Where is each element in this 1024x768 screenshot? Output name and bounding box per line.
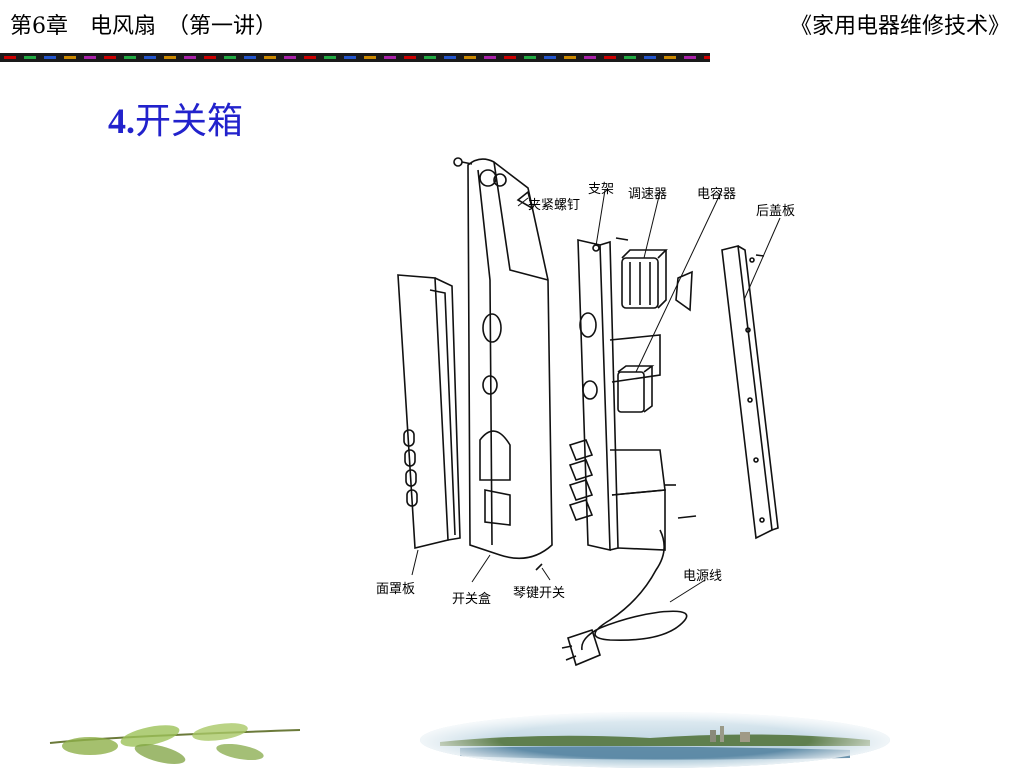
stripe-dash (104, 56, 116, 59)
piano-key-switch-drawing (535, 439, 594, 571)
stripe-dash (204, 56, 216, 59)
label-capacitor: 电容器 (697, 187, 737, 202)
stripe-dash (704, 56, 710, 59)
stripe-dash (544, 56, 556, 59)
stripe-dash (624, 56, 636, 59)
stripe-dash (464, 56, 476, 59)
stripe-dash (644, 56, 656, 59)
chapter-header: 第6章 电风扇 （第一讲） (10, 14, 277, 39)
label-switch-box: 开关盒 (452, 592, 492, 607)
back-cover-drawing (721, 245, 779, 540)
switch-box-exploded-diagram (397, 157, 781, 667)
stripe-dash (84, 56, 96, 59)
stripe-dash (404, 56, 416, 59)
bracket-drawing (577, 238, 666, 552)
stripe-dash (264, 56, 276, 59)
slide-title: 4.开关箱 (108, 92, 243, 144)
label-leader-lines (411, 189, 781, 603)
stripe-dash (64, 56, 76, 59)
label-speed-controller: 调速器 (628, 187, 668, 202)
footer-leaves-decoration (49, 723, 301, 764)
stripe-dash (584, 56, 596, 59)
stripe-dash (524, 56, 536, 59)
stripe-dash (484, 56, 496, 59)
stripe-dash (604, 56, 616, 59)
face-cover-drawing (397, 274, 461, 550)
speed-controller-drawing (621, 249, 693, 312)
stripe-dash (184, 56, 196, 59)
label-bracket: 支架 (588, 182, 615, 197)
header-divider-stripe (0, 53, 710, 62)
stripe-dash (44, 56, 56, 59)
stripe-dash (364, 56, 376, 59)
power-cord-drawing (561, 529, 688, 667)
footer-landscape-decoration (420, 712, 890, 768)
stripe-dash (504, 56, 516, 59)
stripe-dash (4, 56, 16, 59)
switch-box-drawing (453, 157, 553, 560)
stripe-dash (304, 56, 316, 59)
label-back-cover: 后盖板 (756, 204, 796, 219)
screws-drawing (615, 237, 765, 519)
stripe-dash (664, 56, 676, 59)
stripe-dash (384, 56, 396, 59)
capacitor-drawing (617, 365, 655, 413)
slide-number: 4. (108, 101, 135, 141)
stripe-dash (324, 56, 336, 59)
stripe-dash (564, 56, 576, 59)
stripe-dash (124, 56, 136, 59)
label-power-cord: 电源线 (683, 569, 723, 584)
label-piano-key-switch: 琴键开关 (513, 586, 566, 601)
stripe-dash (284, 56, 296, 59)
stripe-dash (24, 56, 36, 59)
book-title: 《家用电器维修技术》 (789, 14, 1010, 39)
stripe-dash (224, 56, 236, 59)
stripe-dash (244, 56, 256, 59)
stripe-dash (684, 56, 696, 59)
stripe-dash (444, 56, 456, 59)
label-face-cover: 面罩板 (376, 582, 416, 597)
stripe-dash (164, 56, 176, 59)
label-clamp-screw: 夹紧螺钉 (528, 198, 581, 213)
slide-title-text: 开关箱 (135, 101, 244, 142)
stripe-dash (424, 56, 436, 59)
stripe-dash (344, 56, 356, 59)
stripe-dash (144, 56, 156, 59)
